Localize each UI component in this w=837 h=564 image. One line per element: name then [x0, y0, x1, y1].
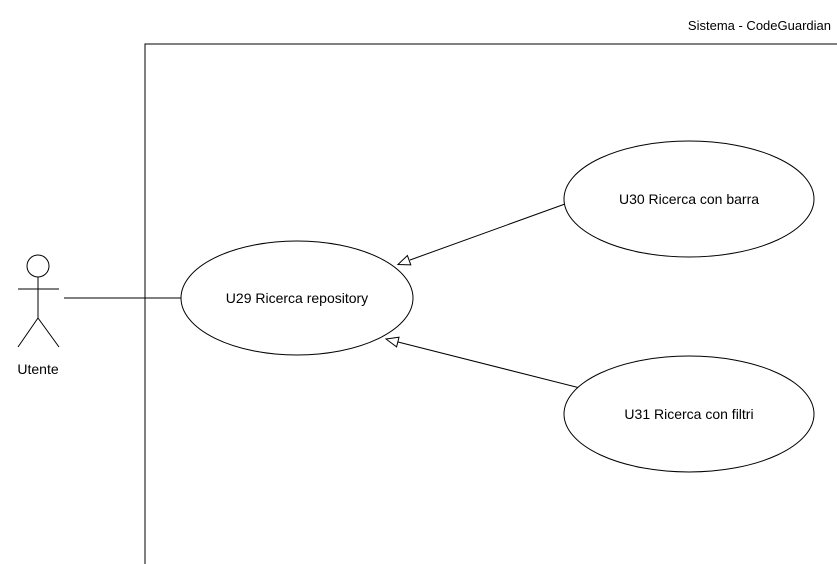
generalization-u31-arrowhead [384, 336, 400, 348]
use-case-u31[interactable]: U31 Ricerca con filtri [563, 355, 815, 473]
use-case-u29-label: U29 Ricerca repository [226, 290, 368, 306]
actor-label: Utente [17, 361, 58, 377]
actor-utente[interactable]: Utente [17, 254, 60, 377]
actor-head [26, 254, 50, 278]
system-boundary-label: Sistema - CodeGuardian [688, 18, 831, 33]
use-case-u29[interactable]: U29 Ricerca repository [180, 240, 414, 356]
use-case-u30[interactable]: U30 Ricerca con barra [563, 140, 815, 258]
generalization-u30-arrowhead [396, 254, 412, 266]
use-case-u31-label: U31 Ricerca con filtri [624, 406, 753, 422]
actor-left-leg [17, 317, 39, 348]
generalization-u31-line [397, 341, 581, 389]
use-case-u30-label: U30 Ricerca con barra [619, 191, 759, 207]
actor-right-leg [37, 317, 60, 348]
system-boundary [144, 43, 837, 564]
generalization-u30-line [409, 203, 566, 261]
